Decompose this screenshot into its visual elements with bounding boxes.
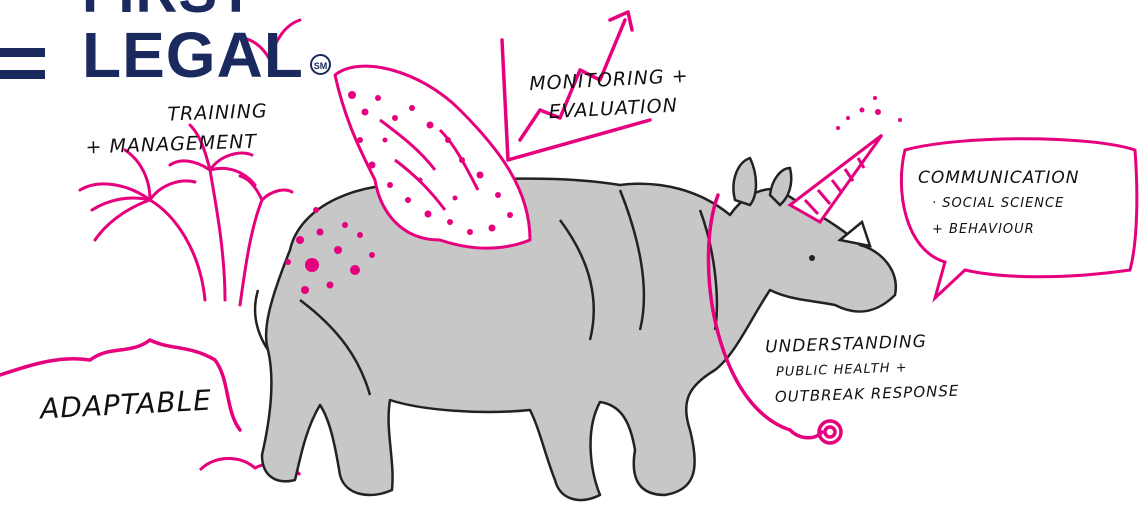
logo-legal: LEGAL: [82, 22, 304, 88]
label-understanding: UNDERSTANDING PUBLIC HEALTH + OUTBREAK R…: [765, 329, 960, 411]
label-communication-line3: + BEHAVIOUR: [918, 217, 1080, 243]
service-mark-badge: SM: [310, 54, 331, 75]
label-communication-line1: COMMUNICATION: [918, 165, 1080, 191]
horn-sparkles: [836, 96, 902, 130]
label-training: TRAINING + MANAGEMENT: [159, 96, 269, 160]
label-training-line2: + MANAGEMENT: [85, 126, 269, 162]
logo-bar-top: [0, 48, 45, 57]
label-communication-line2: · SOCIAL SCIENCE: [918, 191, 1080, 217]
label-monitoring: MONITORING + EVALUATION: [529, 62, 691, 128]
unicorn-horn: [790, 135, 882, 222]
logo-bar-bottom: [0, 70, 45, 79]
label-communication: COMMUNICATION · SOCIAL SCIENCE + BEHAVIO…: [918, 165, 1080, 243]
rhino-eye: [809, 255, 815, 261]
label-training-line1: TRAINING: [159, 96, 268, 130]
first-legal-logo[interactable]: FIRST LEGAL SM: [0, 0, 340, 90]
